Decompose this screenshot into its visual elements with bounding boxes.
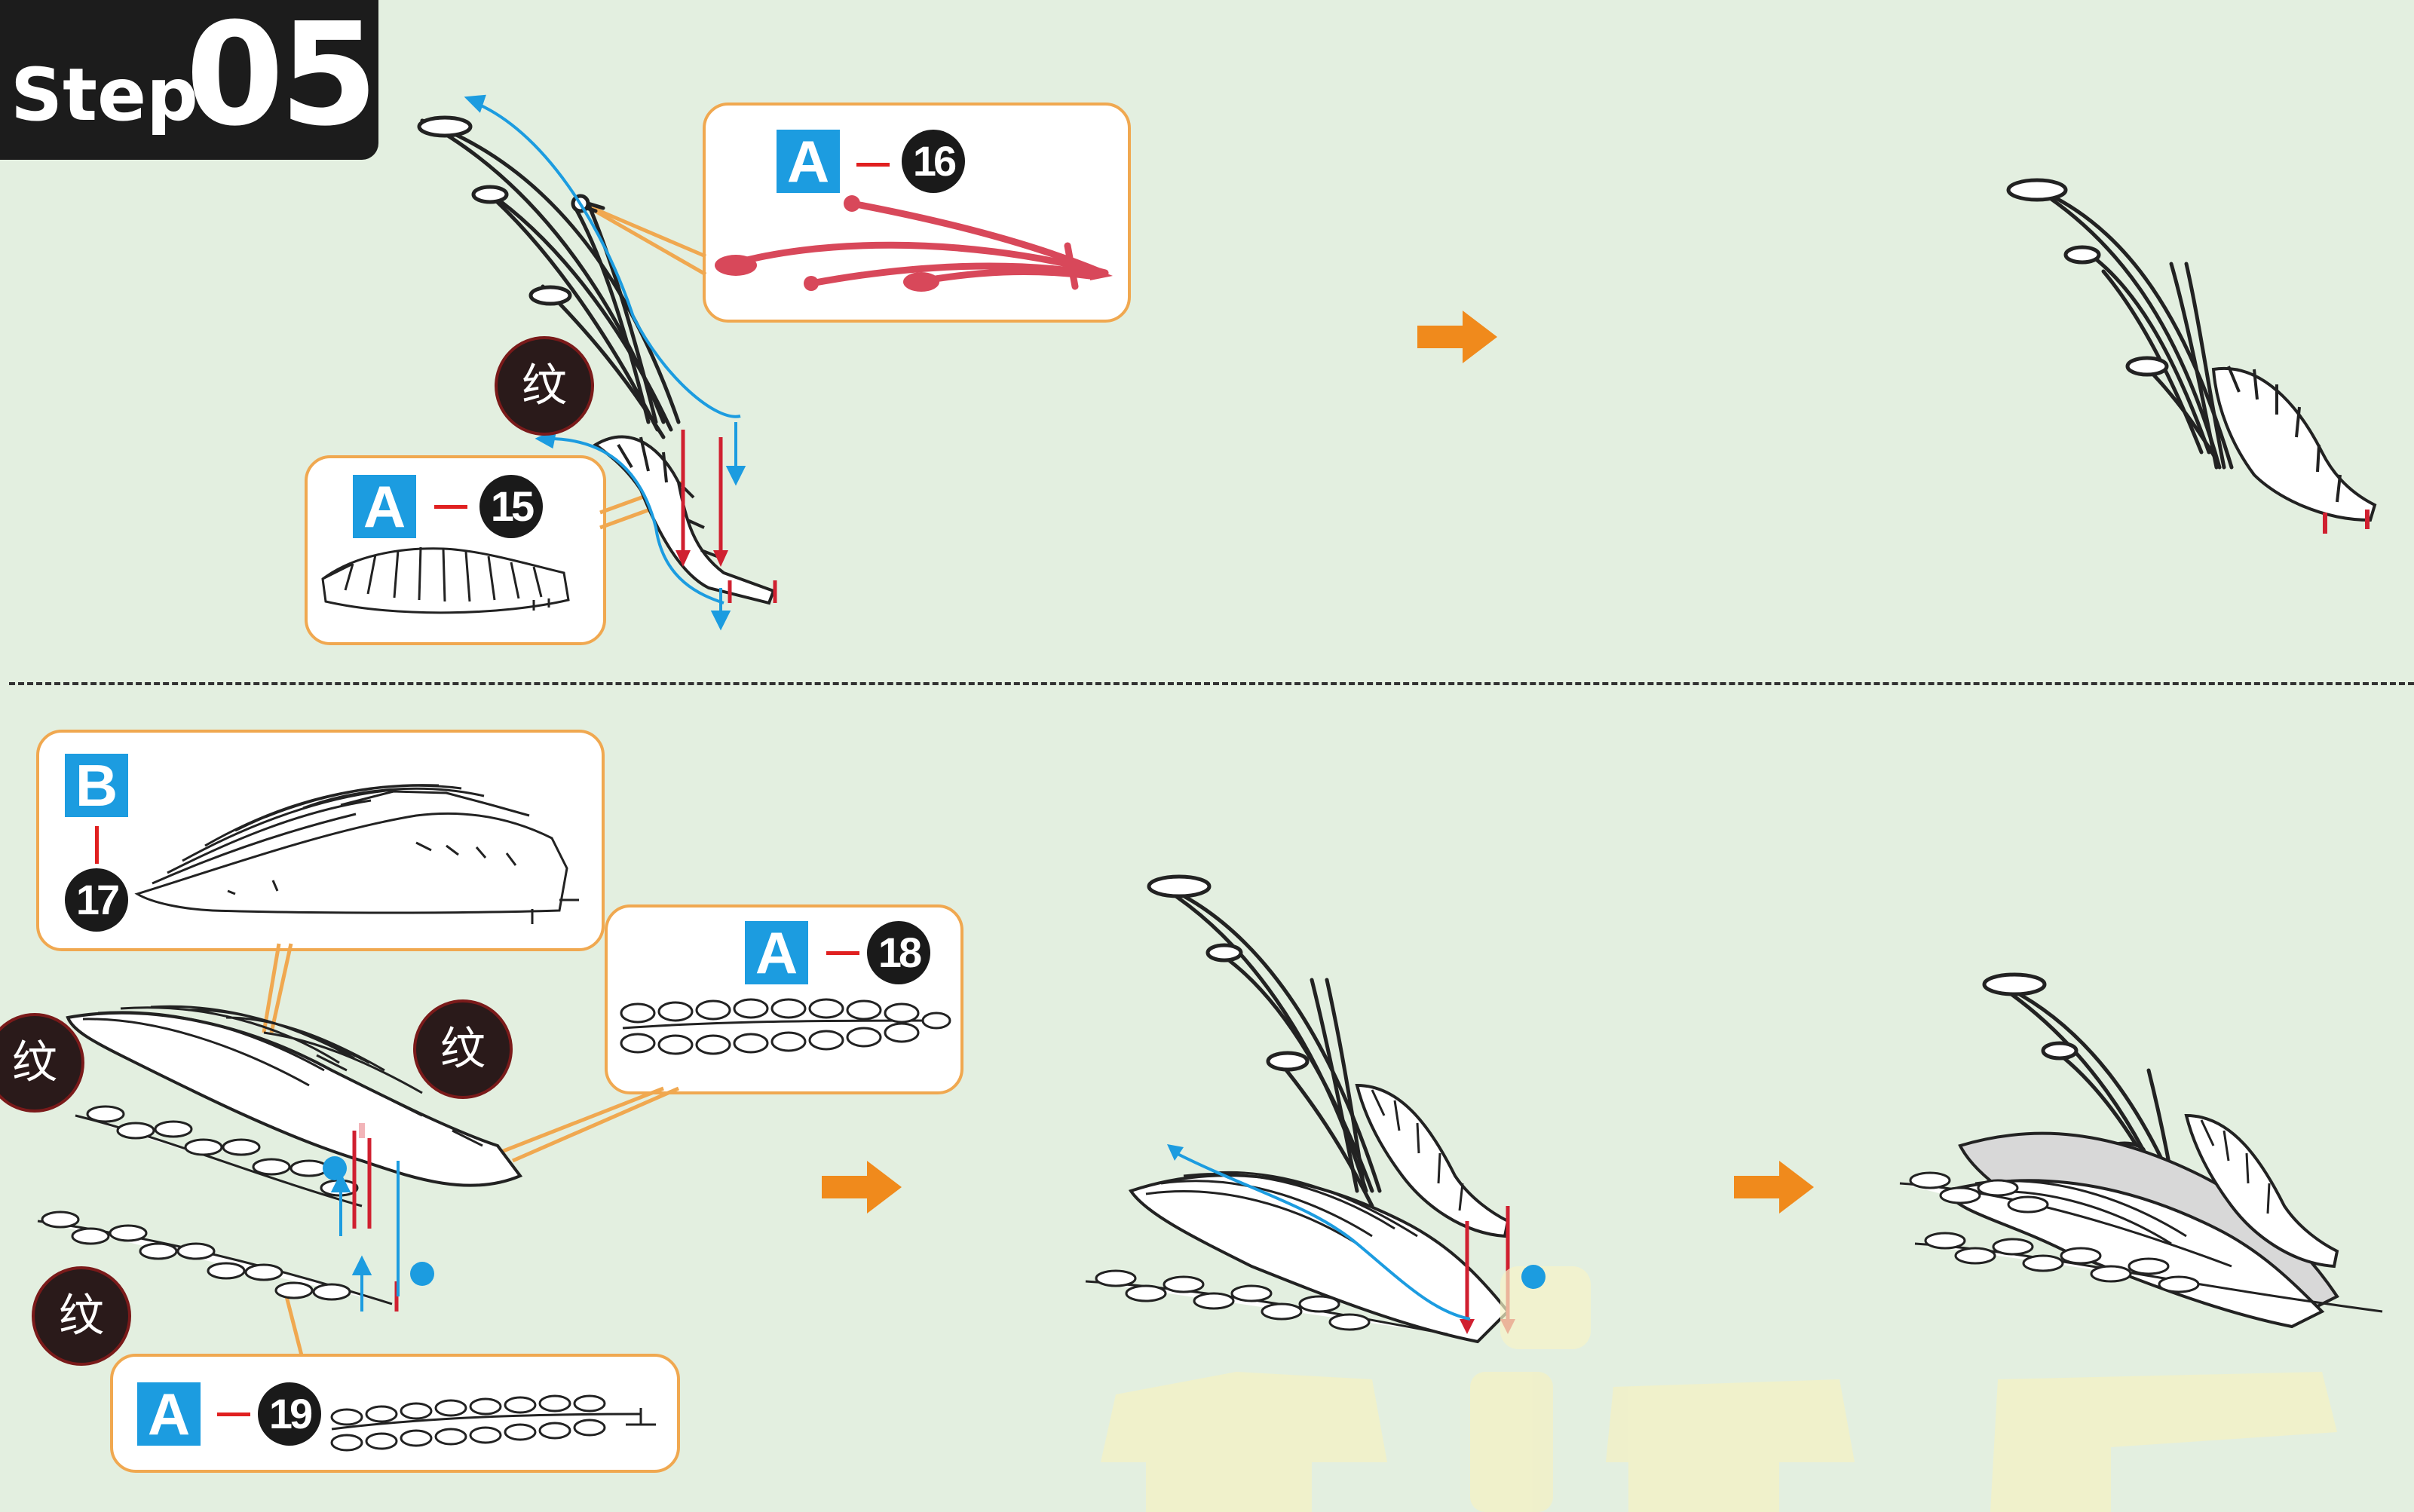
watermark-logo [0,0,2414,1512]
